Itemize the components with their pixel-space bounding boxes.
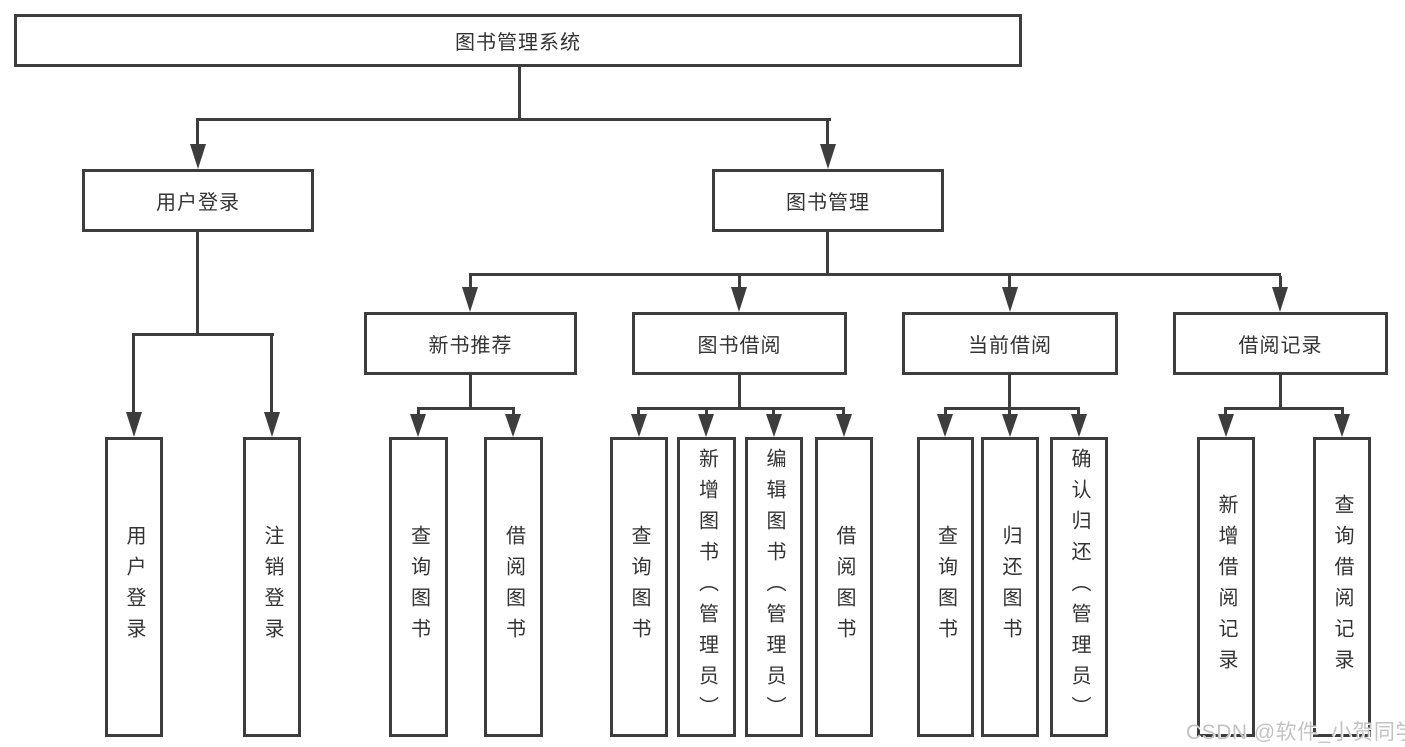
leaf-label-add-books-admin: 新增图书（管理员） [695,447,718,727]
connector-arrow-shaft [637,407,640,416]
arrowhead-down-icon [1272,287,1288,312]
connector-stub [1279,375,1282,410]
connector-arrow-shaft [738,276,741,290]
leaf-box-logout: 注销登录 [243,437,301,737]
arrowhead-down-icon [1334,414,1350,437]
leaf-box-query-books-1: 查询图书 [389,437,448,737]
arrowhead-down-icon [1218,414,1234,437]
arrowhead-down-icon [264,412,280,437]
leaf-label-borrow-books-2: 借阅图书 [833,525,855,649]
arrowhead-down-icon [462,287,478,312]
leaf-box-confirm-return-admin: 确认归还（管理员） [1050,437,1108,737]
node-box-root: 图书管理系统 [14,14,1022,67]
connector-arrow-shaft [270,336,273,414]
node-label-book-borrow: 图书借阅 [697,335,782,357]
connector-arrow-shaft [469,276,472,290]
arrowhead-down-icon [505,414,521,437]
leaf-label-borrow-books-1: 借阅图书 [502,525,525,649]
arrowhead-down-icon [766,414,782,437]
leaf-label-confirm-return-admin: 确认归还（管理员） [1068,447,1090,727]
connector-stub [738,375,741,410]
leaf-box-add-borrow-record: 新增借阅记录 [1197,437,1255,737]
node-box-book-management: 图书管理 [712,169,944,232]
arrowhead-down-icon [190,144,206,169]
leaf-box-return-books: 归还图书 [981,437,1039,737]
connector-arrow-shaft [772,407,775,416]
leaf-label-add-borrow-record: 新增借阅记录 [1215,494,1237,680]
connector-arrow-shaft [842,407,845,416]
leaf-label-query-books-2: 查询图书 [628,525,650,649]
arrowhead-down-icon [1071,414,1087,437]
connector-arrow-shaft [1224,407,1227,416]
leaf-label-return-books: 归还图书 [999,525,1021,649]
leaf-box-query-books-2: 查询图书 [610,437,668,737]
arrowhead-down-icon [937,414,953,437]
leaf-label-user-login: 用户登录 [123,525,145,649]
leaf-box-query-borrow-record: 查询借阅记录 [1313,437,1371,737]
connector-rail [1224,407,1344,410]
connector-rail [417,407,515,410]
leaf-label-edit-books-admin: 编辑图书（管理员） [763,447,785,727]
leaf-label-query-borrow-record: 查询借阅记录 [1331,494,1353,680]
node-label-current-borrow: 当前借阅 [968,335,1052,357]
connector-level2-rail [469,273,1281,276]
connector-rail [637,407,845,410]
connector-user-login-rail [132,333,274,336]
connector-book-mgmt-stub [826,232,829,276]
connector-arrow-shaft [512,407,515,416]
node-box-borrow-records: 借阅记录 [1173,312,1388,375]
node-label-root: 图书管理系统 [455,32,581,54]
connector-arrow-shaft [196,118,199,147]
node-label-new-book-recommend: 新书推荐 [428,335,513,357]
leaf-box-add-books-admin: 新增图书（管理员） [677,437,736,737]
connector-arrow-shaft [705,407,708,416]
arrowhead-down-icon [731,287,747,312]
arrowhead-down-icon [820,144,836,169]
connector-stub [1008,375,1011,410]
leaf-box-user-login: 用户登录 [105,437,163,737]
connector-user-login-stub [196,232,199,336]
connector-rail [944,407,1080,410]
leaf-box-edit-books-admin: 编辑图书（管理员） [745,437,803,737]
csdn-watermark: CSDN @软件_小贺同学 [1186,721,1405,744]
connector-level1-rail [197,118,831,121]
leaf-label-logout: 注销登录 [261,525,283,649]
connector-arrow-shaft [1279,276,1282,290]
node-box-current-borrow: 当前借阅 [902,312,1118,375]
node-box-new-book-recommend: 新书推荐 [364,312,577,375]
leaf-label-query-books-3: 查询图书 [934,525,957,649]
connector-arrow-shaft [417,407,420,416]
arrowhead-down-icon [126,412,142,437]
arrowhead-down-icon [410,414,426,437]
leaf-box-borrow-books-1: 借阅图书 [484,437,543,737]
leaf-box-borrow-books-2: 借阅图书 [815,437,873,737]
arrowhead-down-icon [1002,287,1018,312]
connector-root-stub [518,67,521,118]
node-box-book-borrow: 图书借阅 [632,312,847,375]
arrowhead-down-icon [698,414,714,437]
leaf-label-query-books-1: 查询图书 [407,525,430,649]
connector-arrow-shaft [132,336,135,414]
arrowhead-down-icon [1002,414,1018,437]
leaf-box-query-books-3: 查询图书 [917,437,974,737]
node-box-user-login: 用户登录 [82,169,314,232]
node-label-borrow-records: 借阅记录 [1238,335,1323,357]
arrowhead-down-icon [631,414,647,437]
connector-arrow-shaft [1008,407,1011,416]
node-label-book-management: 图书管理 [786,192,870,214]
arrowhead-down-icon [836,414,852,437]
connector-arrow-shaft [1077,407,1080,416]
connector-arrow-shaft [826,118,829,147]
connector-arrow-shaft [944,407,947,416]
connector-arrow-shaft [1341,407,1344,416]
connector-stub [469,375,472,410]
connector-arrow-shaft [1008,276,1011,290]
node-label-user-login: 用户登录 [156,192,240,214]
